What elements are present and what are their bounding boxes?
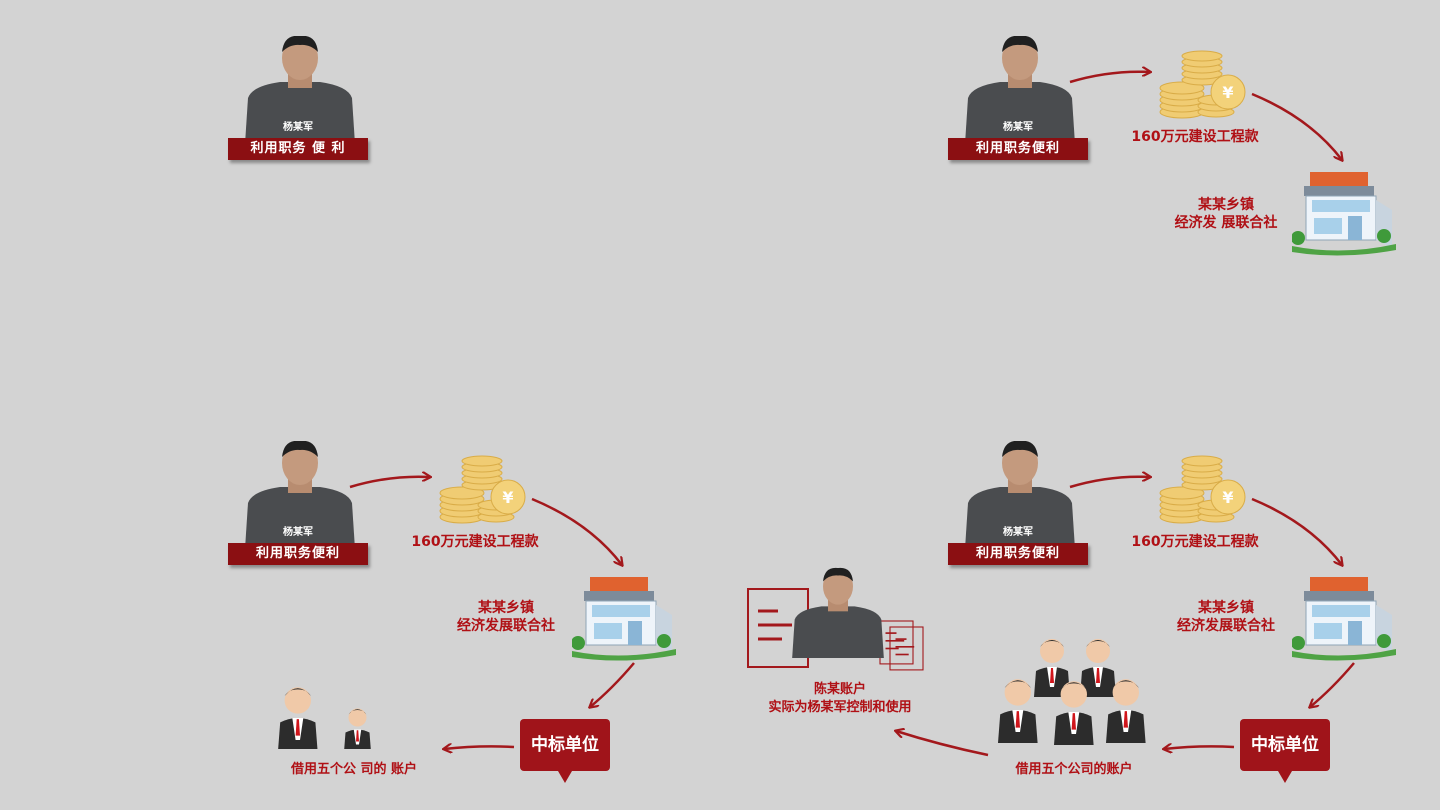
cooperative-label: 某某乡镇 经济发展联合社 <box>1177 600 1275 634</box>
building-icon <box>572 576 676 662</box>
panel-top-right: 杨某军 利用职务便利 160万元建设工程款 某某乡镇 经济发 展联合社 <box>720 0 1440 405</box>
panel-bottom-right: 杨某军 利用职务便利 160万元建设工程款 某某乡镇 经济发展联合社 中标单位 … <box>720 405 1440 810</box>
businessmen-icon <box>278 687 371 749</box>
abuse-power-label: 利用职务便利 <box>228 543 368 565</box>
winning-bidder-bubble: 中标单位 <box>1240 719 1330 783</box>
accounts-label: 借用五个公司的账户 <box>1015 762 1133 777</box>
cooperative-label: 某某乡镇 经济发 展联合社 <box>1174 197 1278 231</box>
coin-stack-icon <box>1159 50 1246 119</box>
person-name: 杨某军 <box>1003 527 1033 538</box>
panel-bottom-left: 杨某军 利用职务便利 160万元建设工程款 某某乡镇 经济发展联合社 中标单位 … <box>0 405 720 810</box>
person-name: 杨某军 <box>283 527 313 538</box>
chen-person-photo <box>792 567 884 658</box>
cooperative-label: 某某乡镇 经济发展联合社 <box>457 600 555 634</box>
money-label: 160万元建设工程款 <box>1131 534 1259 550</box>
flow-arrows <box>720 405 1355 757</box>
panel-top-left: 杨某军 利用职务 便 利 <box>0 0 720 405</box>
person-name: 杨某军 <box>283 122 313 133</box>
coin-stack-icon <box>1159 455 1246 524</box>
abuse-power-label: 利用职务 便 利 <box>228 138 368 160</box>
flow-arrows <box>349 405 635 810</box>
person-name: 杨某军 <box>1003 122 1033 133</box>
money-label: 160万元建设工程款 <box>411 534 539 550</box>
building-icon <box>1292 171 1396 257</box>
arrow-to-money <box>1069 0 1440 405</box>
money-label: 160万元建设工程款 <box>1131 129 1259 145</box>
businessmen-icon <box>998 639 1146 745</box>
coin-stack-icon <box>439 455 526 524</box>
winning-bidder-bubble: 中标单位 <box>520 719 610 783</box>
abuse-power-label: 利用职务便利 <box>948 543 1088 565</box>
building-icon <box>1292 576 1396 662</box>
chen-account-label: 陈某账户 实际为杨某军控制和使用 <box>768 682 912 715</box>
abuse-power-label: 利用职务便利 <box>948 138 1088 160</box>
accounts-label: 借用五个公 司的 账户 <box>290 762 418 777</box>
